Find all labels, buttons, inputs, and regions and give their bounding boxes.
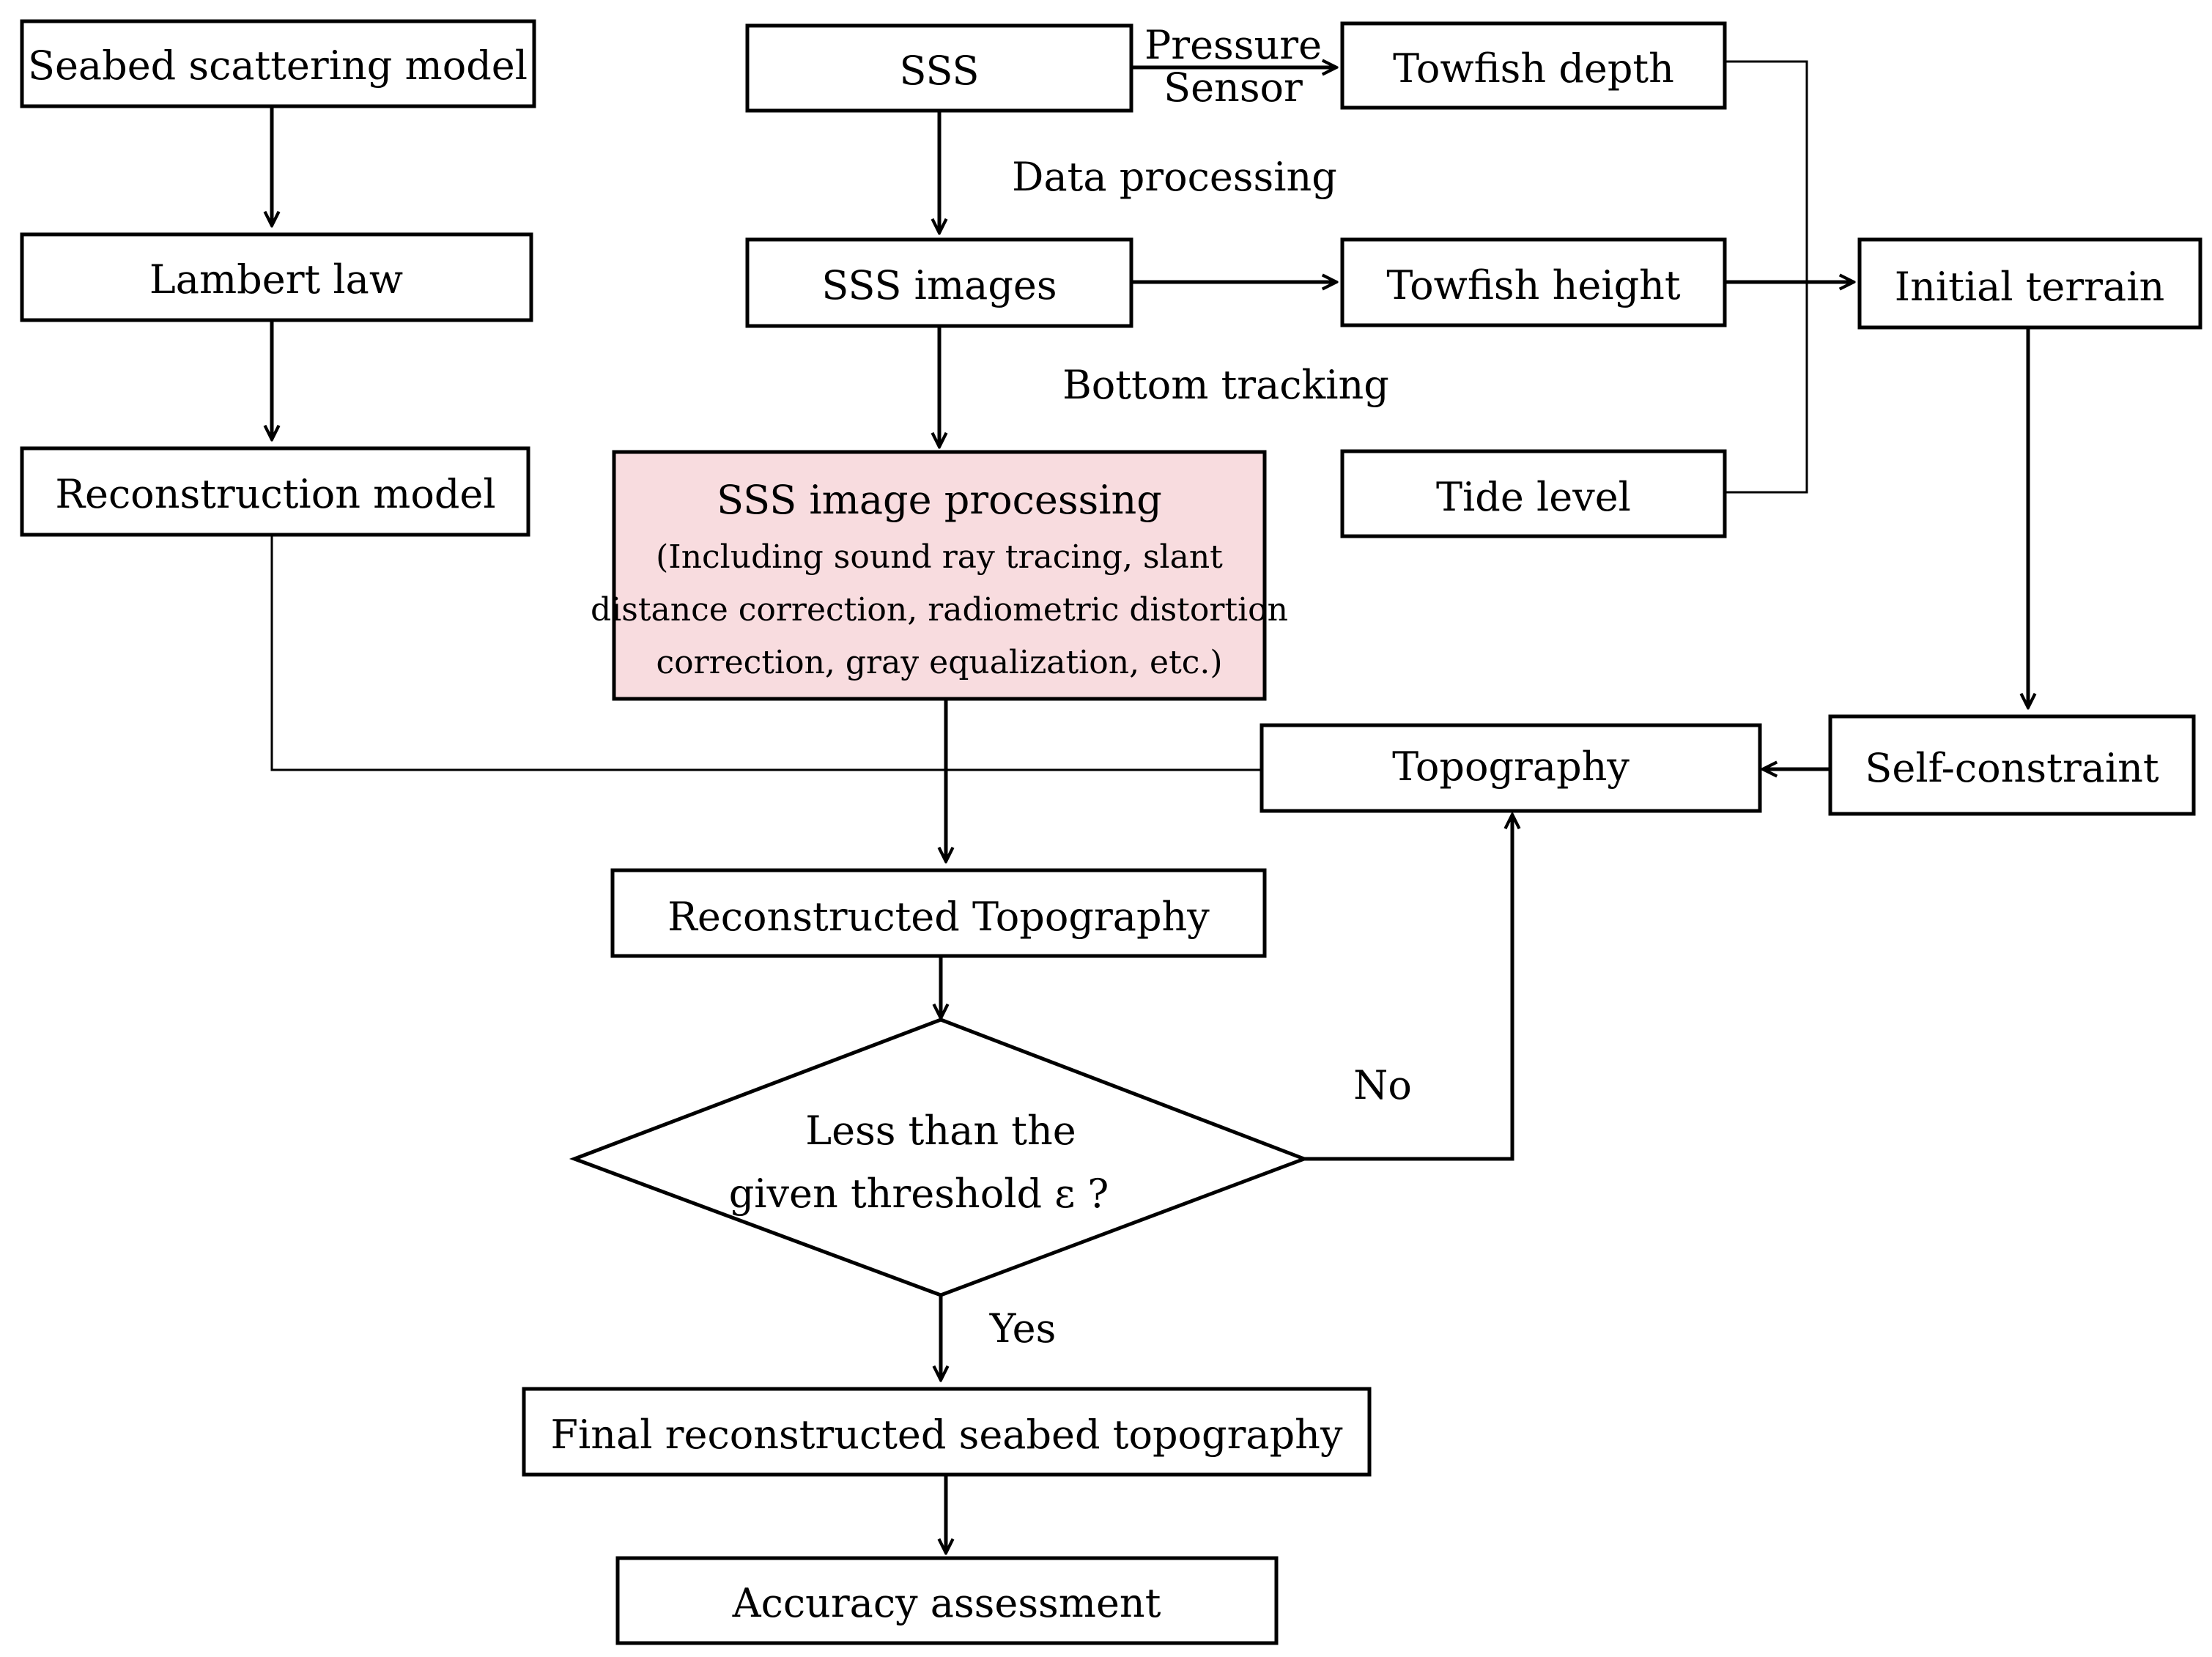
node-label: Self-constraint [1865,745,2159,791]
node-towfish-depth: Towfish depth [1340,21,1727,110]
node-label: Reconstruction model [55,471,495,517]
node-accuracy-assessment: Accuracy assessment [615,1556,1279,1645]
decision-line-1: Less than the [805,1108,1076,1154]
node-threshold-decision: Less than the given threshold ε ? [569,1017,1310,1297]
node-label: Final reconstructed seabed topography [551,1412,1343,1458]
arrow-decision-no-to-topography [1304,815,1512,1161]
node-reconstruction-model: Reconstruction model [20,446,530,537]
label-bottom-tracking: Bottom tracking [1062,362,1389,408]
node-label: Initial terrain [1895,264,2165,310]
node-towfish-height: Towfish height [1340,237,1727,327]
node-label: Topography [1392,744,1630,790]
node-detail-line-3: correction, gray equalization, etc.) [656,644,1222,681]
bracket-depth-tide [1725,60,1808,494]
node-detail-line-1: (Including sound ray tracing, slant [656,538,1223,576]
node-detail-line-2: distance correction, radiometric distort… [591,591,1288,629]
node-label: Lambert law [149,256,403,303]
label-sensor: Sensor [1164,64,1303,111]
node-final-reconstructed: Final reconstructed seabed topography [522,1387,1372,1477]
node-label: SSS [899,48,979,94]
node-lambert-law: Lambert law [20,232,533,322]
node-sss: SSS [745,23,1133,113]
node-reconstructed-topography: Reconstructed Topography [610,868,1267,958]
node-seabed-scattering-model: Seabed scattering model [20,19,536,108]
node-title: SSS image processing [717,477,1162,523]
label-no: No [1353,1062,1412,1108]
node-label: Tide level [1436,474,1631,520]
label-data-processing: Data processing [1012,154,1337,200]
node-label: SSS images [821,262,1057,308]
node-label: Towfish height [1386,262,1681,308]
node-sss-image-processing: SSS image processing (Including sound ra… [591,450,1288,701]
label-pressure: Pressure [1144,22,1322,68]
node-label: Seabed scattering model [28,42,528,89]
node-label: Reconstructed Topography [667,894,1210,940]
node-topography: Topography [1259,723,1762,813]
node-initial-terrain: Initial terrain [1857,237,2202,330]
line-reconstruction-to-topography [270,535,1262,771]
node-label: Towfish depth [1393,45,1674,92]
decision-line-2: given threshold ε ? [729,1171,1109,1217]
node-tide-level: Tide level [1340,449,1727,538]
node-sss-images: SSS images [745,237,1133,328]
node-label: Accuracy assessment [732,1580,1161,1626]
node-self-constraint: Self-constraint [1828,714,2196,816]
label-yes: Yes [989,1305,1057,1352]
